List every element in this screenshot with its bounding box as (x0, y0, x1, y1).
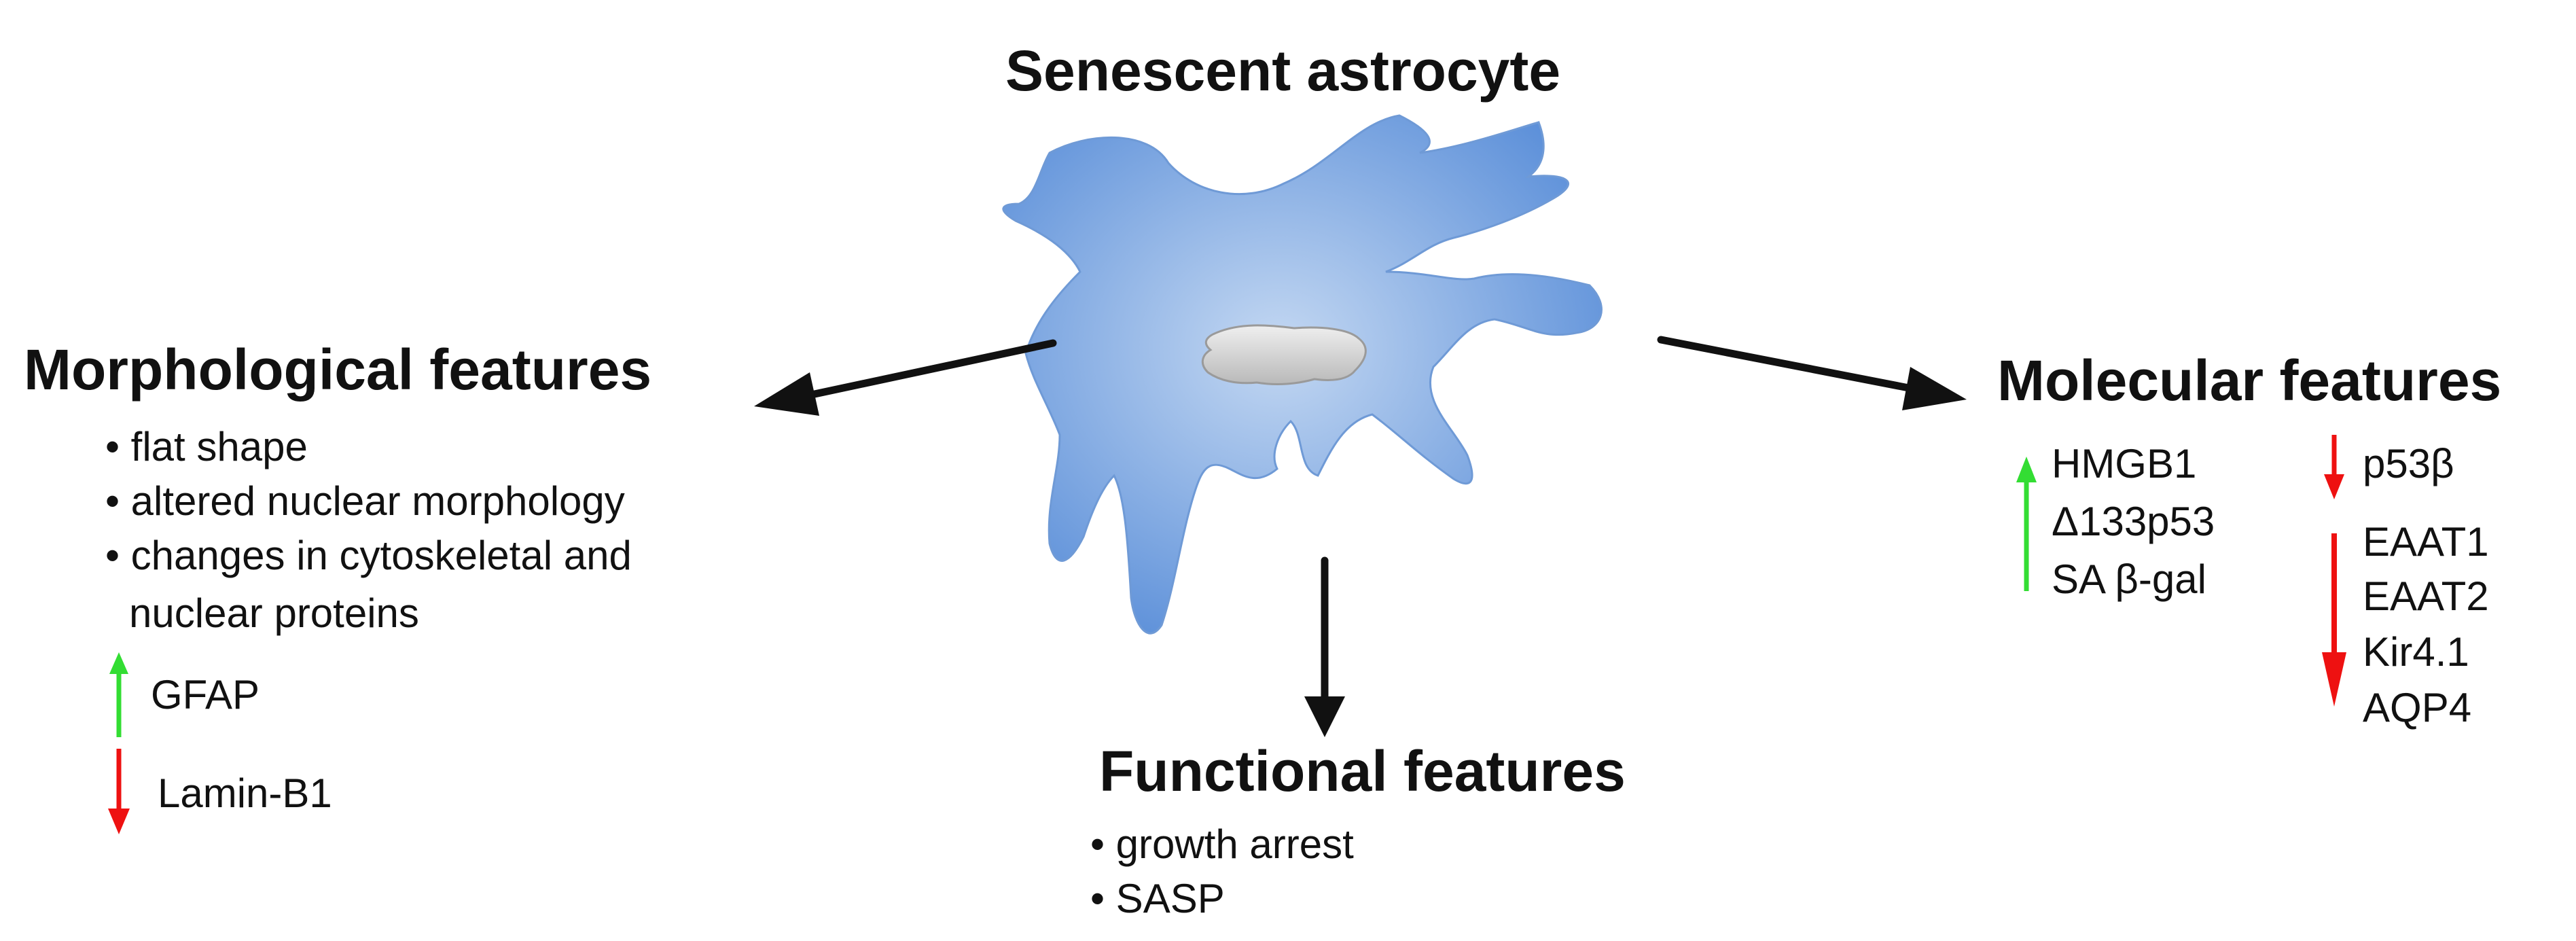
astrocyte-cell-illustration (1002, 114, 1603, 635)
arrow-to-molecular (1657, 336, 1967, 410)
molecular-title: Molecular features (1997, 349, 2502, 412)
kir41-label: Kir4.1 (2363, 629, 2469, 675)
molecular-up-arrow (2016, 457, 2037, 591)
morphological-title: Morphological features (24, 338, 652, 402)
functional-title: Functional features (1099, 739, 1626, 803)
arrow-to-functional (1304, 556, 1345, 737)
hmgb1-label: HMGB1 (2052, 441, 2197, 486)
morphological-bullet: • flat shape (105, 424, 308, 469)
eaat1-label: EAAT1 (2363, 519, 2489, 565)
eaat-kir-aqp-down-arrow (2322, 533, 2346, 707)
eaat2-label: EAAT2 (2363, 573, 2489, 619)
functional-bullet: • SASP (1090, 876, 1225, 921)
p53beta-label: p53β (2363, 441, 2454, 486)
lamin-b1-label: Lamin-B1 (158, 770, 332, 816)
functional-bullet: • growth arrest (1090, 821, 1354, 867)
delta133p53-label: Δ133p53 (2052, 499, 2215, 544)
aqp4-label: AQP4 (2363, 685, 2472, 730)
morphological-bullet: • altered nuclear morphology (105, 478, 625, 524)
p53beta-down-arrow (2324, 435, 2344, 499)
astrocyte-nucleus (1201, 324, 1367, 385)
center-title: Senescent astrocyte (1005, 39, 1561, 103)
morphological-bullet: nuclear proteins (129, 590, 419, 636)
gfap-label: GFAP (151, 672, 260, 717)
lamin-b1-down-arrow (108, 749, 130, 834)
sa-beta-gal-label: SA β-gal (2052, 556, 2206, 602)
gfap-up-arrow (109, 652, 128, 737)
morphological-bullet: • changes in cytoskeletal and (105, 533, 632, 578)
arrow-to-morphological (754, 339, 1057, 416)
